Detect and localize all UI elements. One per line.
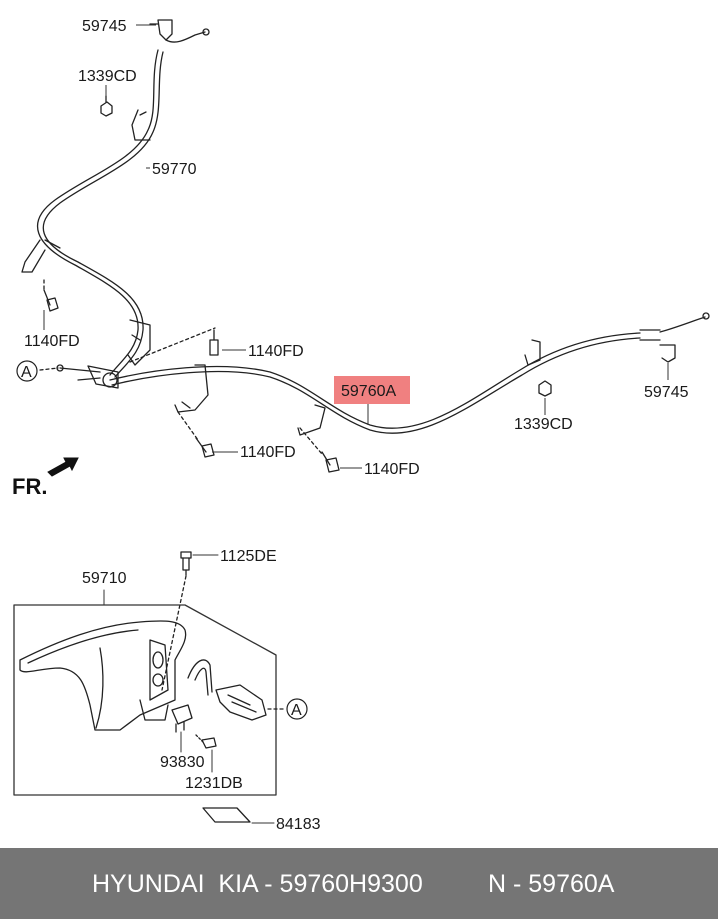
- bolt-1140fd-right: [321, 451, 340, 473]
- footer-bar: HYUNDAI KIA - 59760H9300 N - 59760A: [0, 848, 718, 919]
- bracket-left: [21, 239, 61, 273]
- cable-59760a: [109, 312, 710, 434]
- brake-lever: [19, 620, 187, 731]
- label-84183: 84183: [276, 816, 321, 833]
- label-1140fd-left: 1140FD: [24, 333, 80, 350]
- ref-circle-a-box: [286, 698, 308, 720]
- bracket-junction: [127, 319, 151, 366]
- bracket-far-right: [524, 339, 541, 366]
- label-1125de: 1125DE: [220, 548, 277, 565]
- cable-end-left: [56, 364, 119, 389]
- bolt-1140fd-left: [43, 289, 59, 312]
- cable-59770: [37, 49, 164, 378]
- footer-part-number: HYUNDAI KIA - 59760H9300: [92, 870, 423, 898]
- label-59745-right: 59745: [644, 384, 689, 401]
- ref-a-top-letter: A: [21, 364, 32, 381]
- assembly-frame: [13, 604, 277, 796]
- label-59760a: 59760A: [341, 383, 396, 400]
- parts-diagram: 59745 1339CD 59770 1140FD 1140FD 59760A …: [12, 18, 710, 833]
- label-59770: 59770: [152, 161, 197, 178]
- screw-1125de: [180, 551, 192, 576]
- ref-circle-a-top: [16, 360, 38, 382]
- cable-end-assembly: [187, 659, 267, 721]
- clip-59745-top: [149, 19, 210, 43]
- bracket-upper: [131, 109, 151, 141]
- ref-a-box-letter: A: [291, 702, 302, 719]
- label-1140fd-lower: 1140FD: [240, 444, 296, 461]
- label-93830: 93830: [160, 754, 205, 771]
- bolt-1140fd-lower: [195, 437, 215, 458]
- label-1140fd-right: 1140FD: [364, 461, 420, 478]
- label-plate-84183: [202, 807, 251, 823]
- footer-reference: N - 59760A: [488, 870, 615, 898]
- label-fr: FR.: [12, 474, 47, 499]
- highlight-59760a: [334, 376, 410, 404]
- front-arrow-icon: [47, 457, 79, 477]
- nut-1339cd-right: [538, 380, 552, 397]
- label-1231db: 1231DB: [185, 775, 243, 792]
- label-59710: 59710: [82, 570, 127, 587]
- label-1339cd-right: 1339CD: [514, 416, 573, 433]
- label-59745-top: 59745: [82, 18, 127, 35]
- label-1339cd-top: 1339CD: [78, 68, 137, 85]
- switch-93830: [171, 704, 193, 733]
- bracket-right: [297, 404, 326, 436]
- label-1140fd-mid: 1140FD: [248, 343, 304, 360]
- bolt-1140fd-mid: [209, 329, 219, 356]
- clip-59745-right: [659, 344, 676, 363]
- bracket-mid: [174, 364, 209, 413]
- nut-1339cd-top: [100, 95, 113, 117]
- dashed-leaders: [39, 279, 323, 455]
- screw-1231db: [195, 734, 217, 749]
